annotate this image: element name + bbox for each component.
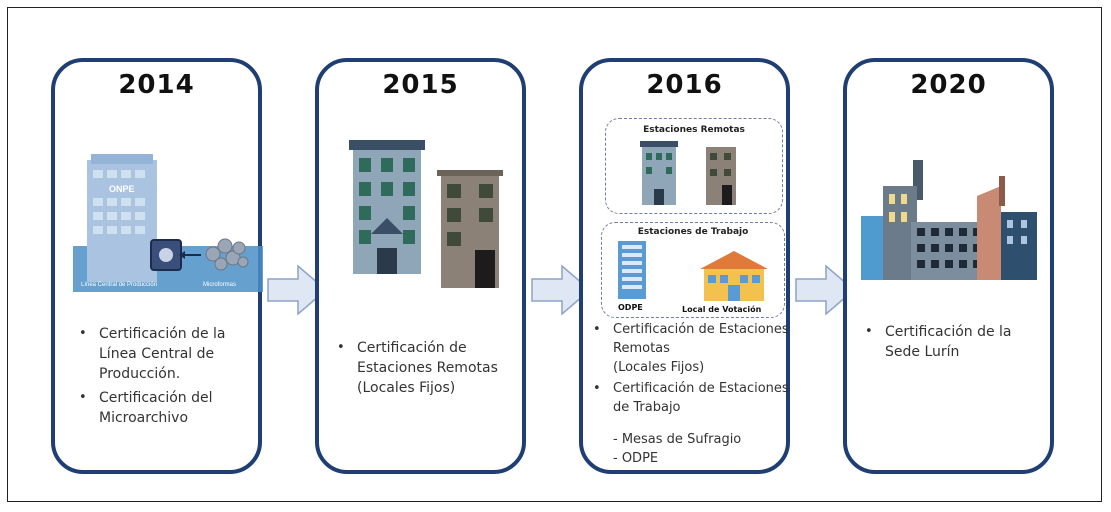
list-item: Certificación de Estaciones de Trabajo <box>587 379 792 417</box>
production-line-illustration: ONPE Línea Central de Producción Microfo… <box>73 154 263 292</box>
remote-stations-illustration <box>349 140 503 288</box>
card-2015-list: Certificación de Estaciones Remotas (Loc… <box>331 338 521 402</box>
year-label: 2020 <box>910 70 987 100</box>
diagram-frame <box>7 7 1102 502</box>
voting-place-icon <box>700 251 768 301</box>
right-arrow-icon <box>795 264 856 316</box>
list-item: Certificación de Estaciones Remotas (Loc… <box>331 338 521 398</box>
right-arrow-icon <box>531 264 592 316</box>
year-label: 2014 <box>118 70 195 100</box>
work-stations-group: Estaciones de Trabajo ODPE Local de Vota… <box>601 222 785 318</box>
right-arrow-icon <box>267 264 328 316</box>
sede-lurin-illustration <box>861 160 1037 280</box>
group-label: Estaciones Remotas <box>643 125 745 135</box>
list-item: Certificación del Microarchivo <box>73 388 253 428</box>
card-2014-list: Certificación de la Línea Central de Pro… <box>73 324 253 432</box>
microformas-caption: Microformas <box>203 282 236 288</box>
card-2020-list: Certificación de la Sede Lurín <box>859 322 1044 366</box>
card-2015: 2015 Certificación de Estaciones Remotas… <box>315 58 526 474</box>
odpe-building-icon <box>618 241 646 299</box>
card-2020: 2020 Certificación de la Sede Lurín <box>843 58 1054 474</box>
year-label: 2016 <box>646 70 723 100</box>
year-label: 2015 <box>382 70 459 100</box>
sub-item-odpe: - ODPE <box>613 451 659 466</box>
list-item-note: (Locales Fijos) <box>613 360 705 375</box>
voting-place-label: Local de Votación <box>682 305 762 314</box>
list-item: Certificación de la Sede Lurín <box>859 322 1044 362</box>
remote-buildings-icon <box>640 141 736 205</box>
card-2016-list: Certificación de Estaciones Remotas (Loca… <box>587 320 792 417</box>
list-item: Certificación de la Línea Central de Pro… <box>73 324 253 384</box>
card-2014: 2014 ONPE Línea Central de Producción Mi… <box>51 58 263 474</box>
production-line-caption: Línea Central de Producción <box>81 282 157 288</box>
onpe-sign: ONPE <box>109 184 135 194</box>
list-item-text: Certificación de Estaciones Remotas <box>613 322 789 356</box>
odpe-label: ODPE <box>618 303 643 312</box>
sub-item-mesas: - Mesas de Sufragio <box>613 432 742 447</box>
card-2016: 2016 Estaciones Remotas Estaciones de Tr… <box>579 58 790 474</box>
group-label: Estaciones de Trabajo <box>637 227 749 237</box>
list-item: Certificación de Estaciones Remotas (Loca… <box>587 320 792 377</box>
remote-stations-group: Estaciones Remotas <box>605 118 783 214</box>
